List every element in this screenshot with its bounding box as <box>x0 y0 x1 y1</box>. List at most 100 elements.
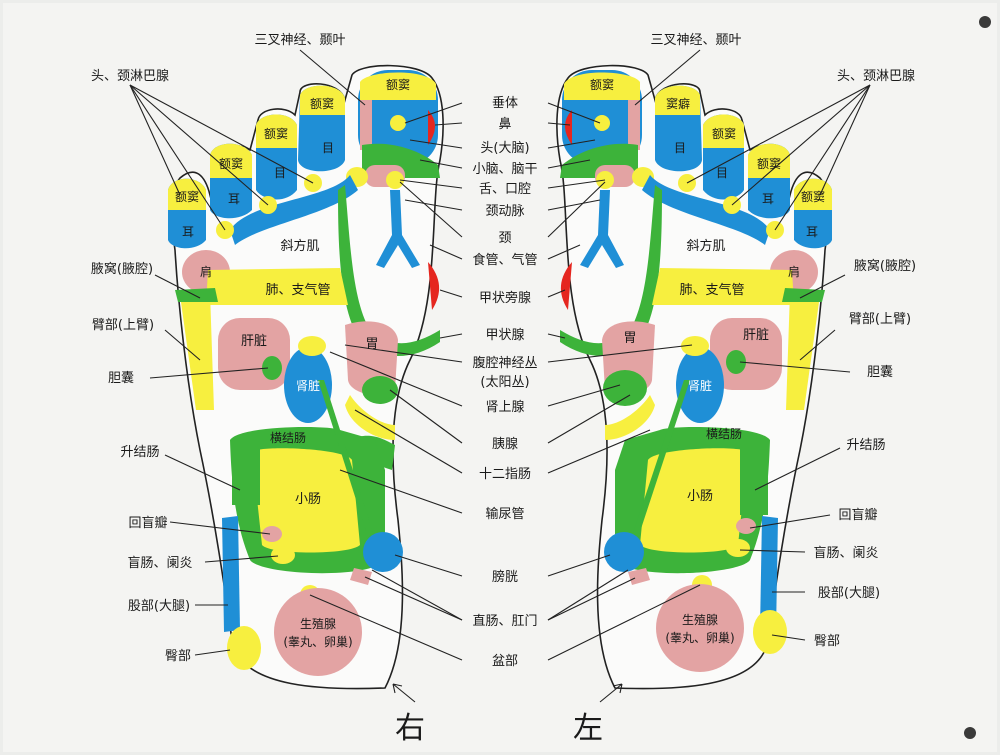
small-intestine-zone <box>640 448 748 553</box>
outer-label: 头、颈淋巴腺 <box>91 69 169 84</box>
gallbladder-zone <box>726 350 746 374</box>
liver-zone <box>218 318 290 390</box>
outer-labels-right: 三叉神经、颞叶 头、颈淋巴腺 腋窝(腋腔) 臂部(上臂) 胆囊 升结肠 回盲瓣 … <box>650 33 916 649</box>
axilla-zone <box>175 288 218 302</box>
arrow-icon <box>392 683 416 703</box>
arm-zone <box>786 292 820 410</box>
neck-lymph-zone <box>230 175 358 245</box>
zone-label: 额窦 <box>590 78 614 92</box>
outer-label: 股部(大腿) <box>818 586 880 601</box>
gallbladder-zone <box>262 356 282 380</box>
zone-label: 肾脏 <box>688 378 712 393</box>
zone-label: 肝脏 <box>241 334 267 349</box>
outer-label: 臀部 <box>165 649 191 664</box>
bladder-zone <box>604 532 644 572</box>
outer-label: 三叉神经、颞叶 <box>650 33 741 48</box>
center-label: 直肠、肛门 <box>472 614 537 629</box>
center-label: 甲状腺 <box>485 328 524 343</box>
zone-label: 生殖腺 <box>682 612 718 627</box>
center-label: 鼻 <box>498 116 511 132</box>
outer-label: 盲肠、阑炎 <box>127 555 192 571</box>
center-labels: 垂体 鼻 头(大脑) 小脑、脑干 舌、口腔 颈动脉 颈 食管、气管 甲状旁腺 甲… <box>472 96 537 669</box>
zone-label: 肾脏 <box>296 378 320 393</box>
pancreas-zone <box>362 376 398 404</box>
zone-label: 耳 <box>762 192 774 206</box>
hip-zone <box>753 610 787 654</box>
tongue-zone <box>386 171 404 189</box>
zone-label: 窦癖 <box>666 96 690 111</box>
zone-label: 肺、支气管 <box>679 282 744 298</box>
ureter-zone <box>318 380 378 550</box>
arrow-icon <box>599 683 623 703</box>
center-label: 盆部 <box>492 654 518 669</box>
leader-lines <box>129 49 871 661</box>
zone-label: 斜方肌 <box>280 238 319 254</box>
outer-label: 胆囊 <box>108 370 134 386</box>
left-foot-zone-labels: 额窦 窦癖 额窦 额窦 额窦 目 目 耳 耳 斜方肌 肩 肺、支气管 肝脏 胃 … <box>590 78 825 645</box>
outer-label: 臂部(上臂) <box>92 318 154 333</box>
sinus-zone <box>360 72 436 100</box>
zone-label: 小肠 <box>687 489 713 504</box>
outer-label: 盲肠、阑炎 <box>813 545 878 561</box>
carotid-zone <box>376 190 420 268</box>
outer-labels-left: 三叉神经、颞叶 头、颈淋巴腺 腋窝(腋腔) 臂部(上臂) 胆囊 升结肠 回盲瓣 … <box>91 33 346 664</box>
duodenum-zone <box>605 395 655 440</box>
small-intestine-zone <box>252 448 360 553</box>
left-foot-label: 左 <box>573 711 603 746</box>
zone-label: 额窦 <box>264 127 288 141</box>
duodenum-zone <box>345 395 395 440</box>
adrenal-zone <box>298 336 326 356</box>
right-foot <box>168 64 444 690</box>
outer-label: 回盲瓣 <box>838 507 877 523</box>
center-label: 颈 <box>498 231 511 246</box>
center-label: 头(大脑) <box>480 141 529 156</box>
esophagus-zone <box>338 185 440 357</box>
reproductive-zone <box>274 588 362 676</box>
sinus-zone <box>564 72 640 100</box>
kidney-zone <box>284 347 332 423</box>
center-label: 小脑、脑干 <box>472 162 537 177</box>
carotid-zone <box>580 190 624 268</box>
toe4-sinus <box>210 143 252 178</box>
center-label: 垂体 <box>492 96 518 111</box>
zone-label: 耳 <box>182 225 194 239</box>
board-panel <box>3 3 997 752</box>
reproductive-zone <box>656 584 744 672</box>
zone-label: 额窦 <box>219 157 243 171</box>
parathyroid-zone <box>560 262 572 310</box>
zone-label: 小肠 <box>295 492 321 507</box>
right-foot-zone-labels: 额窦 额窦 额窦 额窦 额窦 目 目 耳 耳 斜方肌 肩 肺、支气管 肝脏 胃 … <box>175 78 410 649</box>
outer-label: 回盲瓣 <box>128 515 167 531</box>
zone-label: 目 <box>674 141 686 155</box>
ileocecal-zone <box>262 526 282 542</box>
pituitary-zone <box>594 115 610 131</box>
outer-label: 胆囊 <box>867 364 893 380</box>
toe2-sinus <box>300 85 345 115</box>
lung-zone <box>652 268 794 305</box>
center-label: 腹腔神经丛 <box>472 355 537 371</box>
zone-label: 横结肠 <box>270 431 306 445</box>
bladder-zone <box>363 532 403 572</box>
zone-label: 目 <box>716 166 728 180</box>
zone-label: 横结肠 <box>706 427 742 441</box>
ascending-colon-zone <box>232 445 260 505</box>
zone-label: 额窦 <box>712 127 736 141</box>
center-label: 输尿管 <box>485 506 524 522</box>
pituitary-zone <box>390 115 406 131</box>
zone-label: 肝脏 <box>743 328 769 343</box>
zone-label: (睾丸、卵巢) <box>283 634 352 649</box>
outer-label: 三叉神经、颞叶 <box>254 33 345 48</box>
nose-zone <box>565 110 572 145</box>
right-foot-label: 右 <box>395 711 425 746</box>
zone-label: 肺、支气管 <box>265 282 330 298</box>
cecum-zone <box>726 539 750 557</box>
zone-label: 目 <box>274 166 286 180</box>
rectum-zone <box>350 568 372 585</box>
thigh-zone <box>760 516 778 632</box>
screw-icon <box>979 16 991 28</box>
center-label: 胰腺 <box>492 437 518 452</box>
zone-label: 目 <box>322 141 334 155</box>
parathyroid-zone <box>428 262 440 310</box>
zone-label: 胃 <box>365 337 378 352</box>
